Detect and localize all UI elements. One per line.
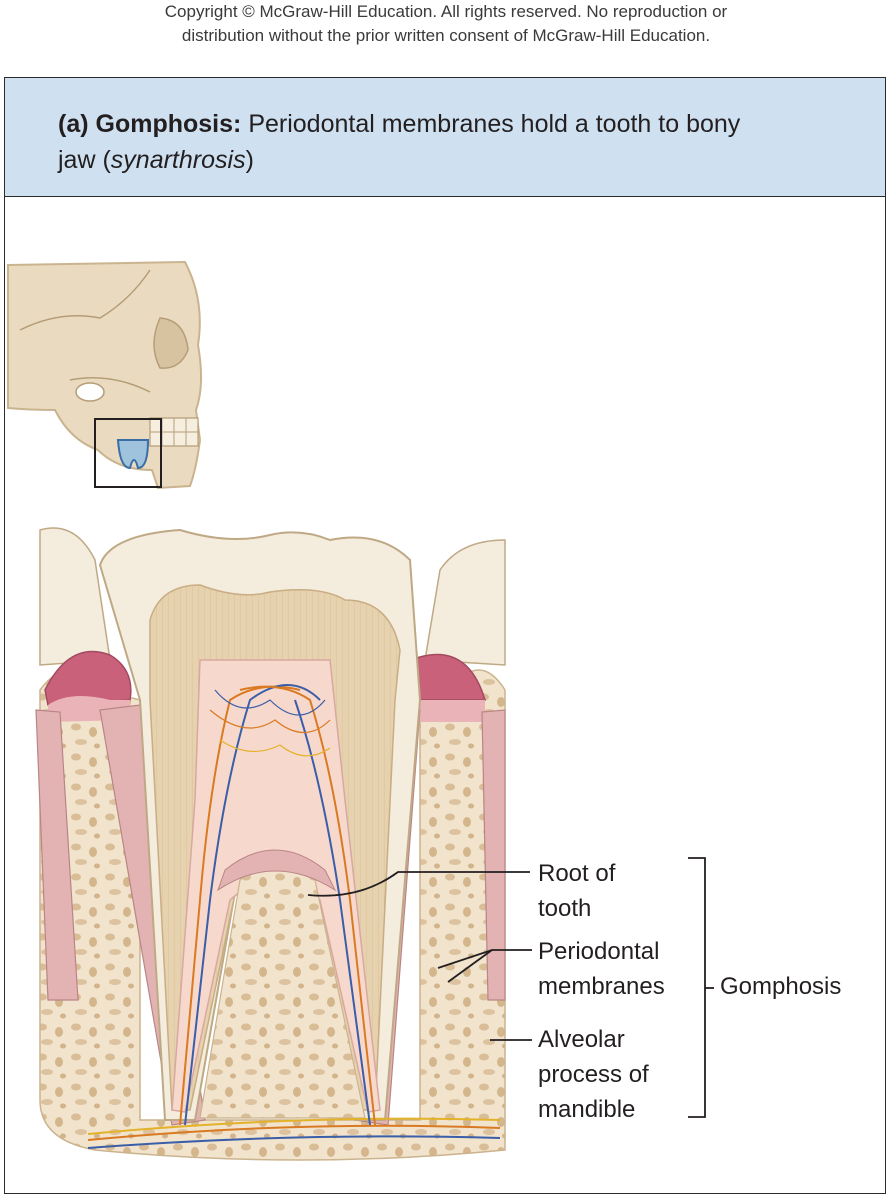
caption-description-2: jaw (	[58, 146, 111, 174]
zoom-box	[94, 418, 162, 488]
panel-caption: (a) Gomphosis: Periodontal membranes hol…	[58, 106, 858, 178]
caption-term: Gomphosis:	[95, 110, 242, 138]
right-neighbour-tooth	[424, 539, 506, 666]
periodontal-membrane-left-outer	[35, 709, 79, 1001]
skull-inset	[7, 260, 203, 490]
left-neighbour-tooth	[39, 527, 111, 666]
leader-root	[307, 871, 530, 897]
caption-italic-term: synarthrosis	[110, 146, 246, 174]
gomphosis-bracket	[688, 857, 706, 1118]
label-root-of-tooth: Root of tooth	[538, 856, 615, 926]
caption-close: )	[245, 146, 254, 174]
skull-suture	[19, 269, 151, 331]
skull-ear-opening	[75, 382, 105, 402]
label-gomphosis: Gomphosis	[720, 973, 842, 1000]
copyright-line-2: distribution without the prior written c…	[181, 26, 711, 45]
label-periodontal-membranes: Periodontal membranes	[538, 934, 665, 1004]
caption-description: Periodontal membranes hold a tooth to bo…	[248, 110, 741, 138]
label-alveolar-process: Alveolar process of mandible	[538, 1022, 649, 1127]
skull-cheekbone	[69, 376, 151, 393]
caption-letter: (a)	[58, 110, 89, 138]
label-perio-line-1: Periodontal	[538, 938, 660, 965]
leader-lines	[307, 857, 714, 1118]
copyright-notice: Copyright © McGraw-Hill Education. All r…	[0, 0, 892, 48]
label-alveolar-line-1: Alveolar	[538, 1026, 625, 1053]
periodontal-membrane-inner	[217, 849, 337, 892]
panel-header: (a) Gomphosis: Periodontal membranes hol…	[5, 78, 885, 197]
leader-periodontal-2	[447, 949, 493, 983]
label-root-line-2: tooth	[538, 895, 592, 922]
label-alveolar-line-2: process of	[538, 1061, 649, 1088]
label-perio-line-2: membranes	[538, 973, 665, 1000]
label-root-line-1: Root of	[538, 860, 616, 887]
skull-cranium	[7, 260, 203, 490]
copyright-line-1: Copyright © McGraw-Hill Education. All r…	[164, 2, 728, 21]
gum-left	[44, 650, 132, 706]
periodontal-membrane-right-outer	[481, 709, 506, 1001]
tooth-cross-section	[35, 527, 506, 1161]
label-alveolar-line-3: mandible	[538, 1096, 636, 1123]
skull-mini-tooth	[116, 439, 150, 470]
blood-vessels	[87, 684, 501, 1149]
skull-eye-socket	[153, 317, 189, 369]
